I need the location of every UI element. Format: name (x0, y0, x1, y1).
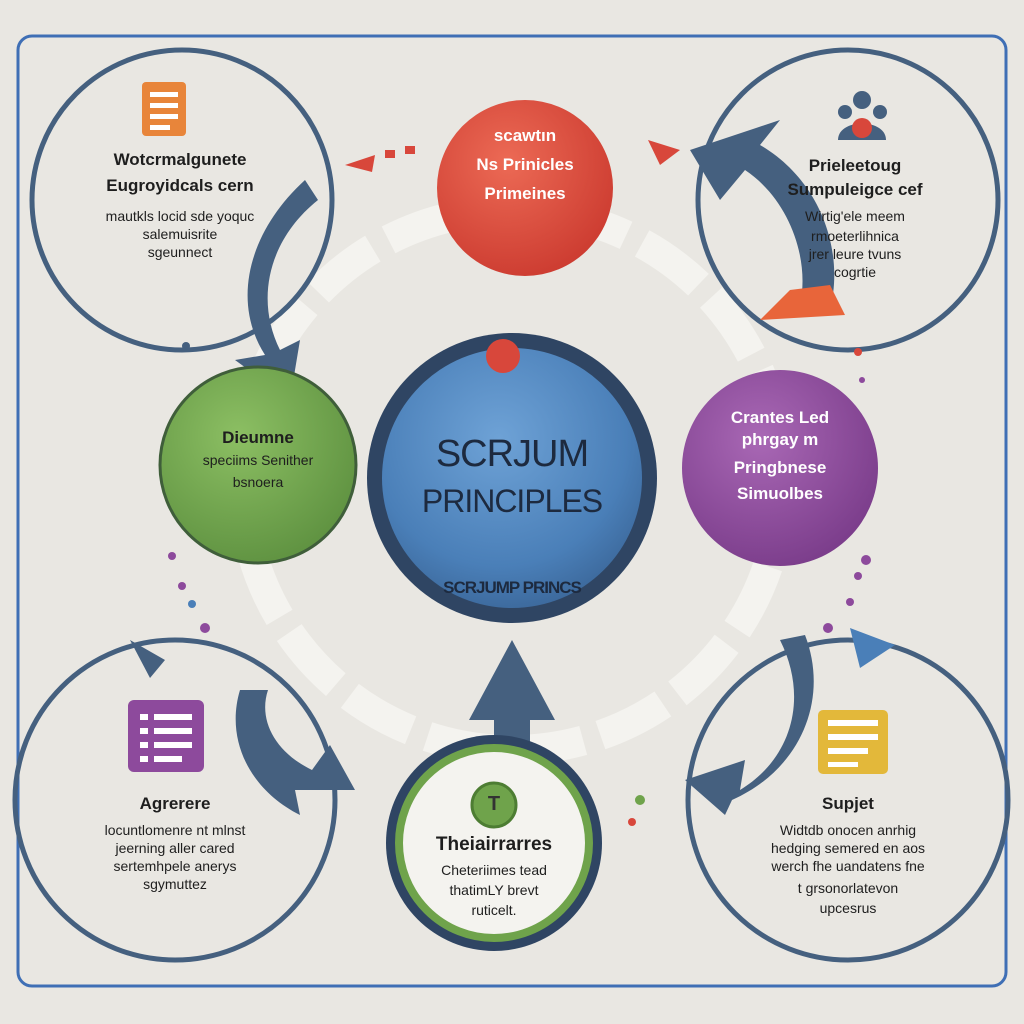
t-badge-icon (470, 781, 518, 829)
top-right-body-line3: jrer leure tvuns (808, 246, 902, 262)
mid-right-line2: phrgay m (741, 430, 819, 449)
center-footer: SCRJUMP PRINCS (443, 578, 582, 597)
mid-right-circle (682, 370, 878, 566)
dot-mark (861, 555, 871, 565)
bottom-center-body-line3: ruticelt. (471, 902, 517, 918)
dot-mark (168, 552, 176, 560)
bottom-right-body-line5: upcesrus (819, 900, 877, 916)
top-right-body-line2: rmoeterlihnica (811, 228, 899, 244)
arrow-icon (850, 628, 895, 668)
arrow-icon (648, 140, 680, 165)
top-right-title-line2: Sumpuleigce cef (787, 180, 923, 199)
top-right-body-line1: Wirtig'ele meem (805, 208, 905, 224)
outer-frame (16, 34, 1008, 988)
bottom-center-circle (395, 744, 593, 942)
arrow-icon (235, 180, 318, 400)
top-center-line2: Ns Prinicles (476, 155, 574, 174)
bottom-right-body-line3: werch fhe uandatens fne (771, 858, 925, 874)
top-right-circle (695, 47, 1001, 353)
bottom-left-circle (12, 637, 338, 963)
dot-mark (823, 623, 833, 633)
top-right-body-line4: cogrtie (833, 264, 877, 280)
arrow-icon (685, 635, 814, 815)
center-circle (382, 348, 642, 608)
arrow-icon (469, 640, 555, 770)
top-left-body-line1: mautkls locid sde yoquc (105, 208, 255, 224)
arrow-icon (235, 690, 355, 815)
top-center-line3: Primeines (484, 184, 566, 203)
arrow-icon (760, 285, 845, 320)
dot-mark (859, 377, 865, 383)
arrow-icon (690, 120, 835, 310)
dot-mark (846, 598, 854, 606)
bottom-center-body-line2: thatimLY brevt (449, 882, 539, 898)
top-left-body-line3: sgeunnect (147, 244, 213, 260)
list-icon (128, 700, 204, 772)
team-icon (838, 91, 887, 140)
dot-mark (178, 582, 186, 590)
dot-mark (628, 818, 636, 826)
bottom-left-body-line4: sgymuttez (143, 876, 207, 892)
top-right-title-line1: Prieleetoug (808, 156, 902, 175)
notes-icon (818, 710, 888, 774)
bottom-left-body-line1: locuntlomenre nt mlnst (104, 822, 246, 838)
bottom-right-body-line1: Widtdb onocen anrhig (779, 822, 917, 838)
dash-mark (405, 146, 415, 154)
arrow-icon (130, 640, 165, 678)
mid-left-line3: bsnoera (232, 474, 284, 490)
dot-mark (635, 795, 645, 805)
bottom-right-circle (685, 637, 1011, 963)
bottom-left-title: Agrerere (139, 794, 211, 813)
bottom-center-badge: T (487, 793, 501, 815)
dot-mark (854, 348, 862, 356)
mid-left-circle (158, 365, 358, 565)
center-title: SCRJUM (435, 433, 589, 475)
bottom-left-body-line2: jeerning aller cared (115, 840, 235, 856)
bottom-right-body-line4: t grsonorlatevon (797, 880, 899, 896)
mid-right-line1: Crantes Led (730, 408, 830, 427)
dot-mark (200, 623, 210, 633)
bottom-right-title: Supjet (822, 794, 874, 813)
top-left-circle (29, 47, 335, 353)
bottom-center-body-line1: Cheteriimes tead (441, 862, 547, 878)
mid-right-line3: Pringbnese (733, 458, 827, 477)
dash-mark (385, 150, 395, 158)
center-subtitle: PRINCIPLES (421, 483, 603, 519)
center-knob (486, 339, 520, 373)
top-left-body-line2: salemuisrite (142, 226, 218, 242)
bottom-right-body-line2: hedging semered en aos (770, 840, 926, 856)
bottom-left-body-line3: sertemhpele anerys (113, 858, 237, 874)
arrow-icon (345, 155, 375, 172)
checklist-icon (142, 82, 186, 136)
bottom-center-title: Theiairrarres (435, 834, 553, 855)
dot-mark (854, 572, 862, 580)
dot-mark (182, 342, 190, 350)
mid-right-line4: Simuolbes (737, 484, 823, 503)
top-center-line1: scawtın (493, 126, 557, 145)
top-center-circle (437, 100, 613, 276)
dot-mark (188, 600, 196, 608)
top-left-title-line2: Eugroyidcals cern (106, 176, 254, 195)
mid-left-line1: Dieumne (222, 428, 294, 447)
mid-left-line2: speciims Senither (202, 452, 314, 468)
top-left-title-line1: Wotcrmalgunete (113, 150, 247, 169)
